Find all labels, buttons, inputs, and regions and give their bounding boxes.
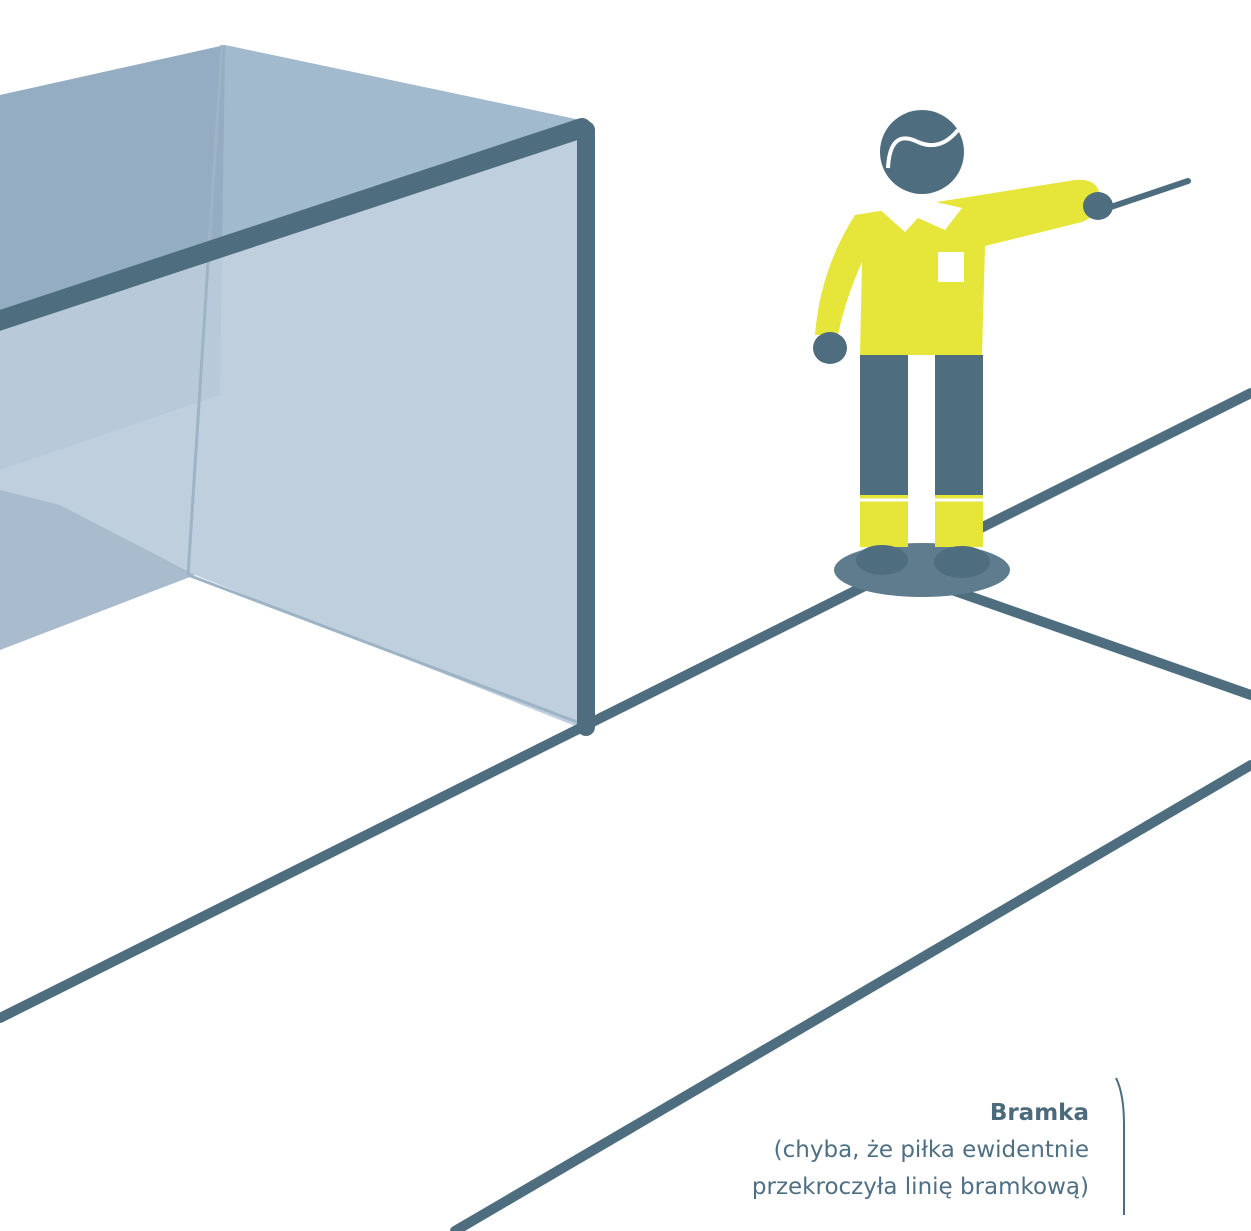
referee-left-sock (860, 495, 908, 547)
referee-pocket (938, 252, 964, 282)
referee-right-sock (935, 495, 983, 547)
caption-title: Bramka (752, 1095, 1089, 1132)
referee-right-hand (1083, 192, 1113, 220)
caption-bracket (1116, 1078, 1124, 1215)
caption-line-1: (chyba, że piłka ewidentnie (752, 1132, 1089, 1169)
referee-left-leg (860, 355, 908, 505)
caption-line-2: przekroczyła linię bramkową) (752, 1169, 1089, 1206)
goal-area-side-line (918, 578, 1251, 695)
referee-left-shoe (856, 545, 908, 575)
referee-right-shoe (934, 546, 990, 578)
goal (0, 45, 586, 730)
referee-head (880, 110, 964, 194)
referee (813, 110, 1188, 597)
referee-right-leg (935, 355, 983, 505)
caption: Bramka (chyba, że piłka ewidentnie przek… (752, 1095, 1089, 1206)
referee-left-hand (813, 332, 847, 364)
